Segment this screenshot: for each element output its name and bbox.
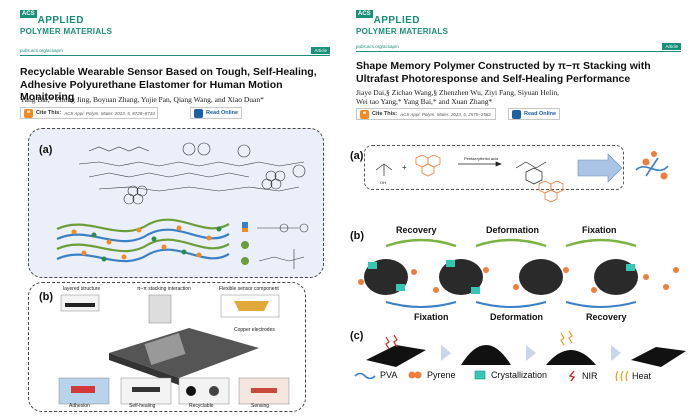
oh-label: OH (380, 180, 386, 185)
step-fixation-top: Fixation (582, 225, 617, 235)
figure-panel-a: (a) (28, 128, 324, 278)
read-online-icon (194, 108, 203, 118)
legend-pva-label: PVA (380, 370, 398, 380)
reaction-box (364, 145, 624, 190)
chemical-structures (56, 142, 309, 269)
author-list: Jiaye Dai,§ Zichao Wang,§ Zhenzhen Wu, Z… (356, 88, 559, 106)
cite-label: Cite This: (36, 110, 62, 116)
acs-logo: ACS (356, 10, 373, 18)
sensor-illustration (58, 294, 290, 405)
cite-text: ACS Appl. Polym. Mater. 2023, 5, 8728−87… (64, 110, 155, 116)
brand-line1: APPLIED (373, 15, 420, 26)
header-rule: pubs.acs.org/acsapm Article (356, 43, 681, 52)
brand-line1: APPLIED (37, 15, 84, 26)
legend-heat-label: Heat (632, 371, 652, 381)
brand-line2: POLYMER MATERIALS (20, 27, 113, 36)
label-layered-structure: layered structure (63, 286, 101, 292)
legend-crystallization-label: Crystallization (491, 370, 548, 380)
legend-pyrene: Pyrene (408, 370, 456, 380)
legend-crystallization: Crystallization (474, 370, 547, 380)
pyrene-icon (408, 371, 422, 379)
author-list: Yang Bai,* Zhong Jing, Boyuan Zhang, Yuj… (20, 95, 264, 104)
cite-icon: ❝ (24, 108, 33, 118)
panel-a-label: (a) (39, 144, 53, 156)
cite-this-box[interactable]: ❝ Cite This: ACS Appl. Polym. Mater. 202… (20, 107, 158, 119)
panel-b-label: (b) (350, 230, 365, 242)
figure-panel-b: (b) layered structure π–π stacking inter… (28, 282, 306, 412)
right-article-page: ACSAPPLIED POLYMER MATERIALS pubs.acs.or… (346, 0, 692, 420)
label-flexible-sensor: Flexible sensor component (219, 286, 279, 292)
header-rule: pubs.acs.org/acsapm Article (20, 47, 330, 56)
cite-this-box[interactable]: ❝ Cite This: ACS Appl. Polym. Mater. 202… (356, 108, 496, 120)
read-online-icon (512, 109, 521, 119)
nir-icon (568, 370, 576, 382)
cite-text: ACS Appl. Polym. Mater. 2023, 5, 2575−25… (400, 111, 491, 117)
step-fixation-bottom: Fixation (414, 312, 449, 322)
read-online-button[interactable]: Read Online (508, 108, 561, 120)
journal-url[interactable]: pubs.acs.org/acsapm (356, 44, 399, 49)
read-online-button[interactable]: Read Online (190, 107, 243, 119)
read-online-label: Read Online (524, 111, 557, 117)
acs-logo: ACS (20, 10, 37, 18)
legend-pyrene-label: Pyrene (427, 370, 456, 380)
svg-text:+: + (402, 163, 407, 172)
label-self-healing: Self-healing (129, 403, 156, 409)
legend-pva: PVA (354, 370, 397, 380)
shape-memory-cycle (358, 238, 679, 308)
journal-brand: ACSAPPLIED POLYMER MATERIALS (356, 10, 448, 36)
photoresponse-sequence (366, 330, 686, 367)
heat-icon (615, 370, 628, 382)
article-title: Shape Memory Polymer Constructed by π−π … (356, 60, 651, 85)
label-sensing: Sensing (251, 403, 270, 409)
reagent-label: Pentaerythritol acid (464, 156, 499, 161)
cite-icon: ❝ (360, 109, 369, 119)
label-pi-stacking: π–π stacking interaction (137, 286, 191, 292)
panel-c-label: (c) (350, 330, 364, 342)
label-recyclable: Recyclable (189, 403, 214, 409)
left-article-page: ACSAPPLIED POLYMER MATERIALS pubs.acs.or… (20, 10, 330, 412)
journal-brand: ACSAPPLIED POLYMER MATERIALS (20, 10, 112, 36)
pva-icon (354, 372, 376, 379)
label-copper-electrodes: Copper electrodes (234, 327, 275, 333)
panel-a-label: (a) (350, 150, 364, 162)
legend-heat: Heat (614, 370, 651, 382)
article-title: Recyclable Wearable Sensor Based on Toug… (20, 66, 317, 103)
label-adhesion: Adhesion (69, 403, 90, 409)
cite-label: Cite This: (372, 111, 398, 117)
panel-b-label: (b) (39, 291, 54, 303)
step-recovery-bottom: Recovery (586, 312, 627, 322)
read-online-label: Read Online (206, 110, 239, 116)
article-tag: Article (662, 43, 681, 50)
reaction-scheme: + (375, 151, 669, 203)
step-deformation-top: Deformation (486, 225, 540, 235)
brand-line2: POLYMER MATERIALS (356, 27, 449, 36)
legend-nir: NIR (568, 370, 598, 382)
step-deformation-bottom: Deformation (490, 312, 544, 322)
journal-url[interactable]: pubs.acs.org/acsapm (20, 48, 63, 53)
legend-nir-label: NIR (582, 371, 598, 381)
step-recovery-top: Recovery (396, 225, 437, 235)
article-tag: Article (311, 47, 330, 54)
crystal-icon (474, 370, 486, 380)
